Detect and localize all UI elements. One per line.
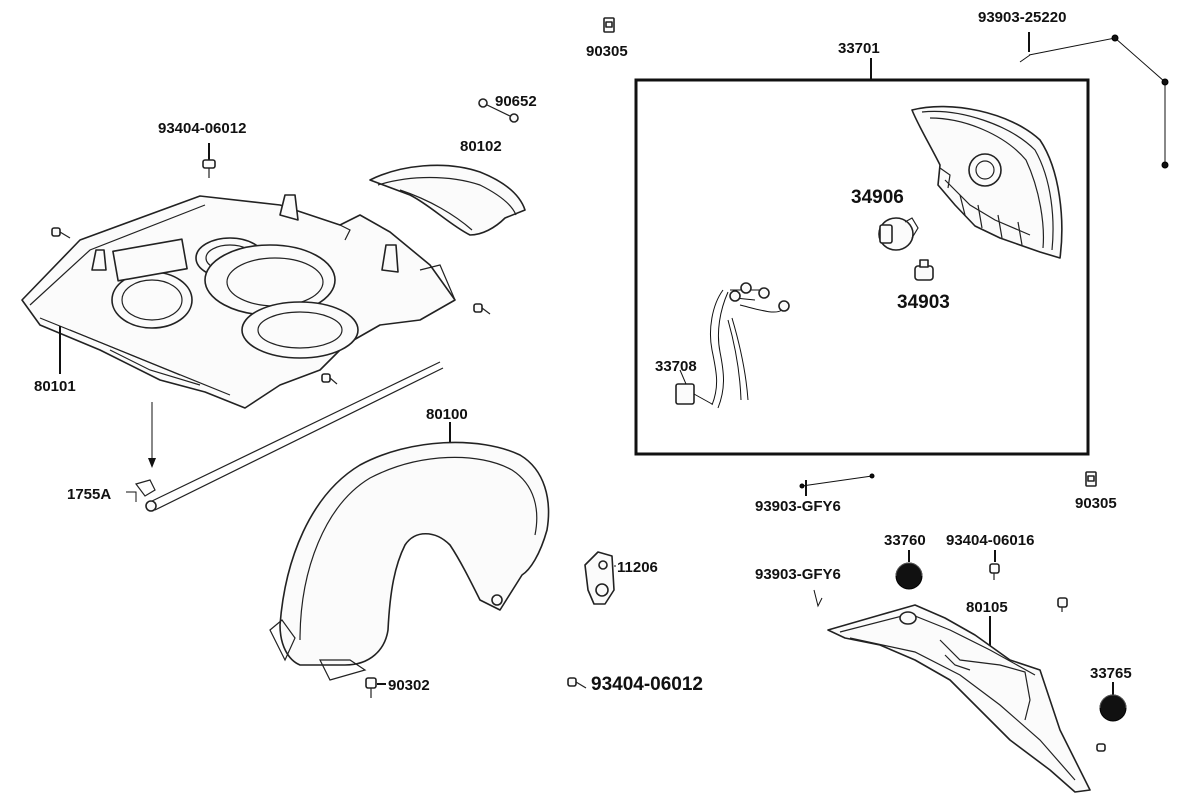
reflector-33765 [1099,682,1127,722]
bulb-34906 [878,217,919,251]
headlight-assembly-box [634,78,1090,456]
screw-93404-06012-bottom [567,677,587,689]
label-90305-top: 90305 [586,43,628,60]
bulb-34903 [914,259,934,281]
bracket-11206 [584,551,616,605]
label-80105: 80105 [966,599,1008,616]
label-93903-GFY6-a: 93903-GFY6 [755,498,841,515]
wire-93903-GFY6-a [799,473,875,496]
screw-93404-06016 [989,550,1000,580]
label-33708: 33708 [655,358,697,375]
clip-90305-top [603,17,615,33]
label-80101: 80101 [34,378,76,395]
screw-90652 [478,98,519,123]
label-34903: 34903 [897,292,950,313]
label-90652: 90652 [495,93,537,110]
headlight-group [634,58,1090,456]
label-93903-25220: 93903-25220 [978,9,1066,26]
label-80100: 80100 [426,406,468,423]
rear-fender-80105 [827,604,1091,793]
label-11206: 11206 [617,559,658,576]
front-fender-80100 [269,422,550,681]
label-80102: 80102 [460,138,502,155]
screw-93404-06012-top [202,143,216,178]
cover-80102 [369,164,526,236]
screw-mid [321,373,338,385]
arrow-to-1755A [148,402,156,468]
screw-90302 [365,677,386,698]
label-93903-GFY6-b: 93903-GFY6 [755,566,841,583]
label-93404-06012-top: 93404-06012 [158,120,246,137]
label-1755A: 1755A [67,486,111,503]
screw-right [473,303,491,315]
inner-cover-80101 [21,194,456,409]
label-90302: 90302 [388,677,430,694]
label-93404-06016: 93404-06016 [946,532,1034,549]
small-screw-bottom-right [1096,743,1106,752]
clip-90305-right [1085,471,1097,487]
pin-93903-GFY6-b [813,589,823,608]
label-33760: 33760 [884,532,926,549]
label-33765: 33765 [1090,665,1132,682]
label-33701: 33701 [838,40,880,57]
reflector-33760 [895,550,923,590]
screw-left [51,227,71,239]
wire-harness-33708 [675,282,790,409]
label-93404-06012-bottom: 93404-06012 [591,674,703,695]
wire-93903-25220 [1019,32,1169,169]
headlight-housing [911,105,1063,259]
screw-near-80105 [1057,597,1068,612]
label-34906: 34906 [851,187,904,208]
label-90305-right: 90305 [1075,495,1117,512]
strip-1755A [126,361,444,512]
